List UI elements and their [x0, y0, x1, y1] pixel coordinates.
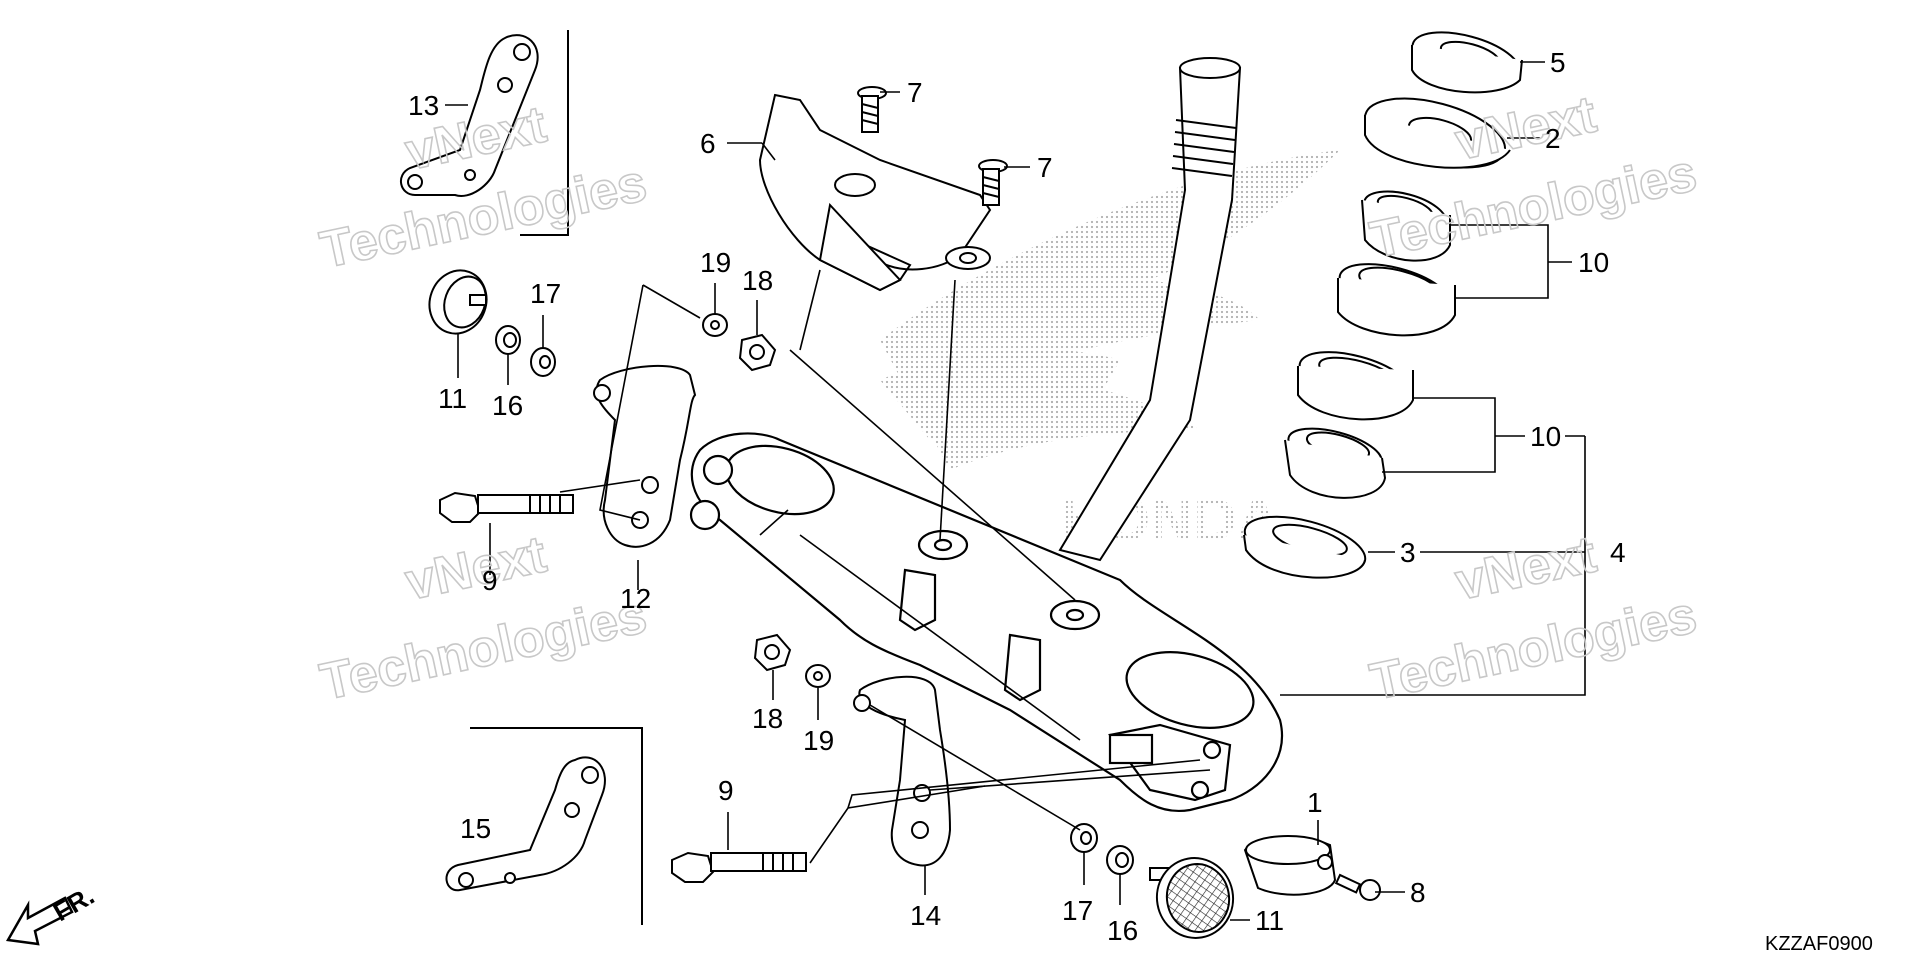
callout-16-upper: 16 [492, 390, 523, 421]
callout-19-lower: 19 [803, 725, 834, 756]
callout-9-lower: 9 [718, 775, 734, 806]
part-16-nut-lower [1106, 845, 1134, 875]
callout-11-upper: 11 [438, 383, 467, 414]
part-10-bearing-lower [1284, 351, 1414, 499]
svg-text:vNext: vNext [1450, 526, 1601, 612]
callout-2: 2 [1545, 123, 1561, 154]
callout-5: 5 [1550, 47, 1566, 78]
callout-11-lower: 11 [1255, 905, 1284, 936]
part-7-screw-lower [978, 159, 1008, 206]
callout-7-lower: 7 [1037, 152, 1053, 183]
svg-text:vNext: vNext [400, 526, 551, 612]
steering-stem [1058, 57, 1242, 562]
diagram-code: KZZAF0900 [1765, 933, 1873, 955]
callout-3: 3 [1400, 537, 1416, 568]
part-6-cover [758, 93, 992, 292]
part-17-washer-lower [1070, 823, 1098, 853]
part-11-plug-upper [428, 269, 488, 335]
svg-text:Technologies: Technologies [1365, 586, 1701, 712]
part-3-dust-seal [1243, 515, 1367, 579]
part-8-bolt [1334, 873, 1381, 901]
callout-4: 4 [1610, 537, 1626, 568]
callout-18-lower: 18 [752, 703, 783, 734]
callout-10-lower: 10 [1530, 421, 1561, 452]
inset-frame-13 [520, 30, 569, 236]
callout-16-lower: 16 [1107, 915, 1138, 946]
leader-lines [445, 61, 1586, 921]
part-9-bolt-lower [671, 851, 807, 883]
callout-1: 1 [1307, 787, 1323, 818]
callout-17-lower: 17 [1062, 895, 1093, 926]
part-1-clamp [1243, 835, 1337, 896]
callout-14: 14 [910, 900, 941, 931]
svg-text:Technologies: Technologies [315, 586, 651, 712]
front-arrow-icon [5, 896, 74, 946]
part-18-nut-lower [753, 633, 792, 672]
callout-9-upper: 9 [482, 565, 498, 596]
svg-text:vNext: vNext [1450, 86, 1601, 172]
callout-8: 8 [1410, 877, 1426, 908]
part-13-bracket [400, 34, 539, 197]
callout-18-upper: 18 [742, 265, 773, 296]
part-19-washer-upper [702, 313, 728, 337]
callout-12: 12 [620, 583, 651, 614]
callout-15: 15 [460, 813, 491, 844]
part-12-bracket [593, 365, 697, 548]
callout-7-upper: 7 [907, 77, 923, 108]
part-19-washer-lower [805, 664, 831, 688]
part-15-bracket [445, 756, 606, 892]
callout-19-upper: 19 [700, 247, 731, 278]
part-14-bracket [853, 675, 952, 867]
part-9-bolt-upper [439, 491, 574, 523]
part-10-bearing-upper [1337, 190, 1456, 337]
part-18-nut-upper [738, 333, 777, 372]
part-16-nut-upper [495, 325, 521, 355]
callout-10-upper: 10 [1578, 247, 1609, 278]
part-7-screw-upper [857, 86, 887, 133]
callout-labels: 13 6 7 7 5 2 10 10 3 4 17 19 18 11 16 9 … [408, 47, 1626, 946]
lower-triple-clamp [689, 432, 1283, 813]
callout-6: 6 [700, 128, 716, 159]
part-17-washer-upper [530, 347, 556, 377]
callout-17-upper: 17 [530, 278, 561, 309]
callout-13: 13 [408, 90, 439, 121]
part-5-lock-nut [1411, 31, 1523, 94]
part-11-plug-lower [1149, 857, 1235, 939]
part-2-dust-seal [1364, 97, 1511, 169]
inset-frame-15 [470, 727, 643, 925]
